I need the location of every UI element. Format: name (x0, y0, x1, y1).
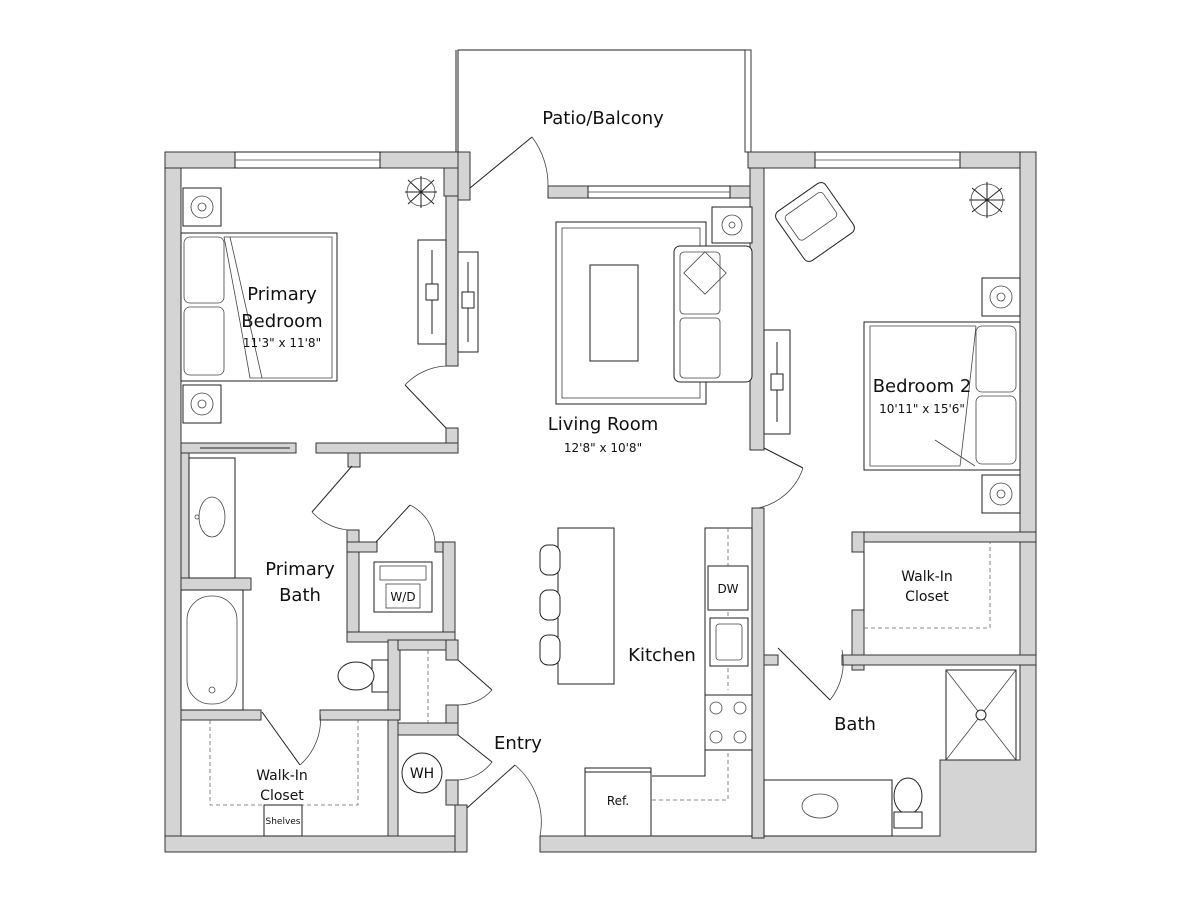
primary-bedroom-dims: 11'3" x 11'8" (243, 336, 321, 350)
linen-and-water-heater (401, 650, 542, 837)
water-heater-label: WH (410, 766, 434, 782)
primary-bedroom-label-2: Bedroom (241, 311, 322, 332)
primary-walkin-closet (209, 720, 359, 837)
primary-bath-label-1: Primary (265, 559, 335, 580)
entry-label: Entry (494, 733, 542, 754)
primary-bedroom-label-1: Primary (247, 284, 317, 305)
primary-bedroom-furniture (180, 176, 447, 449)
dishwasher-label: DW (717, 582, 738, 596)
laundry-closet (373, 504, 436, 613)
primary-bath-fixtures (180, 457, 389, 766)
walkin-closet-2 (863, 542, 991, 629)
primary-bath-label-2: Bath (279, 585, 321, 606)
interior-walls (180, 167, 1037, 839)
bedroom2-dims: 10'11" x 15'6" (879, 402, 965, 416)
bath-label: Bath (834, 714, 876, 735)
kitchen-label: Kitchen (628, 645, 696, 666)
walkin-closet-2-label-1: Walk-In (901, 569, 953, 585)
windows (234, 151, 961, 199)
living-room-dims: 12'8" x 10'8" (564, 441, 642, 455)
walkin-closet-2-label-2: Closet (905, 589, 949, 605)
patio-balcony (455, 49, 752, 153)
primary-walkin-label-2: Closet (260, 788, 304, 804)
washer-dryer-label: W/D (390, 590, 415, 604)
kitchen-fixtures (539, 527, 753, 837)
living-room-furniture (457, 206, 804, 509)
shelves-label: Shelves (265, 817, 300, 827)
bedroom2-furniture (763, 182, 1021, 514)
patio-label: Patio/Balcony (542, 108, 664, 129)
patio-door (469, 136, 549, 189)
refrigerator-label: Ref. (607, 794, 629, 808)
bedroom2-label: Bedroom 2 (873, 376, 972, 397)
living-room-label: Living Room (548, 414, 659, 435)
bath-fixtures (763, 647, 1017, 837)
primary-walkin-label-1: Walk-In (256, 768, 308, 784)
